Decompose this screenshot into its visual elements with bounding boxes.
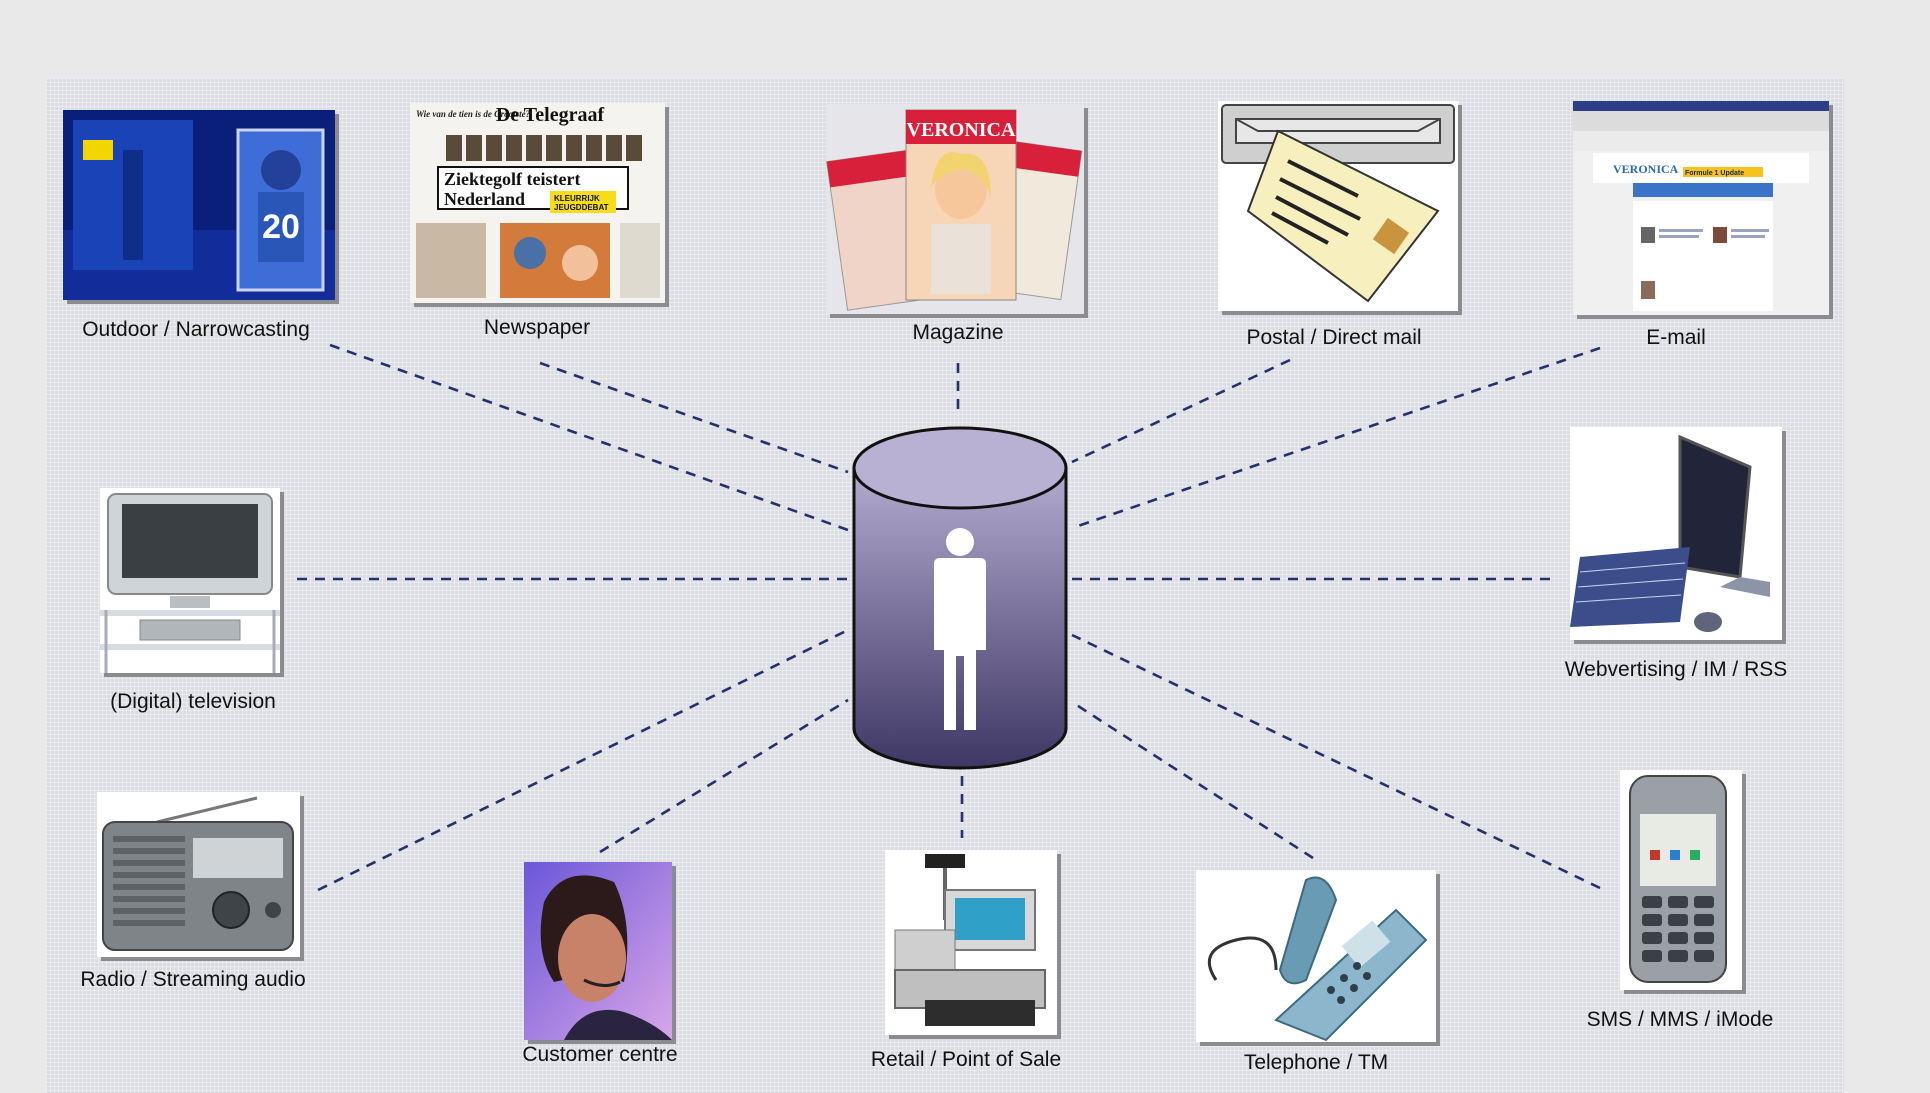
label-radio: Radio / Streaming audio: [80, 968, 306, 991]
computer-icon: [1570, 427, 1782, 640]
person-database-icon: [852, 426, 1068, 770]
svg-text:VERONICA: VERONICA: [1613, 162, 1679, 176]
label-customer: Customer centre: [522, 1043, 678, 1066]
svg-text:VERONICA: VERONICA: [907, 119, 1016, 141]
outdoor-thumbnail: 20: [63, 110, 335, 300]
label-magazine: Magazine: [912, 321, 1004, 344]
retail-thumbnail: [885, 850, 1057, 1035]
cash-register-icon: [885, 850, 1057, 1035]
svg-text:Formule 1 Update: Formule 1 Update: [1685, 170, 1744, 177]
connector-telephone: [1071, 700, 1314, 860]
postal-thumbnail: [1218, 101, 1458, 311]
label-postal: Postal / Direct mail: [1246, 326, 1422, 349]
email-thumbnail: VERONICA Formule 1 Update: [1573, 101, 1829, 315]
customer-hub: [848, 410, 1072, 776]
svg-text:Wie van de tien is de Grootste: Wie van de tien is de Grootste?: [416, 109, 531, 119]
label-retail: Retail / Point of Sale: [870, 1048, 1062, 1071]
mobile-phone-icon: [1620, 770, 1742, 990]
connector-newspaper: [539, 361, 849, 474]
newspaper-thumbnail: Wie van de tien is de Grootste? De Teleg…: [410, 103, 665, 303]
connector-postal: [1071, 358, 1291, 464]
telephone-thumbnail: [1196, 870, 1436, 1042]
television-icon: [100, 488, 280, 673]
connector-radio: [317, 628, 849, 892]
connector-email: [1071, 346, 1601, 530]
svg-text:De Telegraaf: De Telegraaf: [496, 104, 605, 126]
label-sms: SMS / MMS / iMode: [1586, 1008, 1774, 1031]
connector-outdoor: [329, 343, 849, 532]
television-thumbnail: [100, 488, 280, 673]
email-client-icon: VERONICA Formule 1 Update: [1573, 101, 1829, 315]
headset-agent-icon: [524, 862, 672, 1040]
radio-icon: [97, 792, 300, 957]
svg-text:Ziektegolf teistert: Ziektegolf teistert: [444, 169, 580, 189]
label-newspaper: Newspaper: [483, 316, 591, 339]
billboard-photo-icon: 20: [63, 110, 335, 300]
svg-text:20: 20: [262, 208, 300, 246]
mail-slot-icon: [1218, 101, 1458, 311]
web-thumbnail: [1570, 427, 1782, 640]
label-television: (Digital) television: [110, 690, 276, 713]
svg-text:Nederland: Nederland: [444, 189, 525, 209]
label-email: E-mail: [1646, 326, 1706, 349]
desk-phone-icon: [1196, 870, 1436, 1042]
svg-text:JEUGDDEBAT: JEUGDDEBAT: [554, 203, 609, 212]
connector-sms: [1071, 633, 1601, 890]
label-telephone: Telephone / TM: [1243, 1051, 1389, 1074]
radio-thumbnail: [97, 792, 300, 957]
label-web: Webvertising / IM / RSS: [1564, 658, 1788, 681]
label-outdoor: Outdoor / Narrowcasting: [82, 318, 310, 341]
magazine-photo-icon: VERONICA: [826, 104, 1084, 314]
customer-thumbnail: [524, 862, 672, 1040]
svg-text:KLEURRIJK: KLEURRIJK: [554, 194, 600, 203]
sms-thumbnail: [1620, 770, 1742, 990]
connector-customer: [599, 698, 849, 854]
newspaper-photo-icon: Wie van de tien is de Grootste? De Teleg…: [410, 103, 665, 303]
magazine-thumbnail: VERONICA: [826, 104, 1084, 314]
